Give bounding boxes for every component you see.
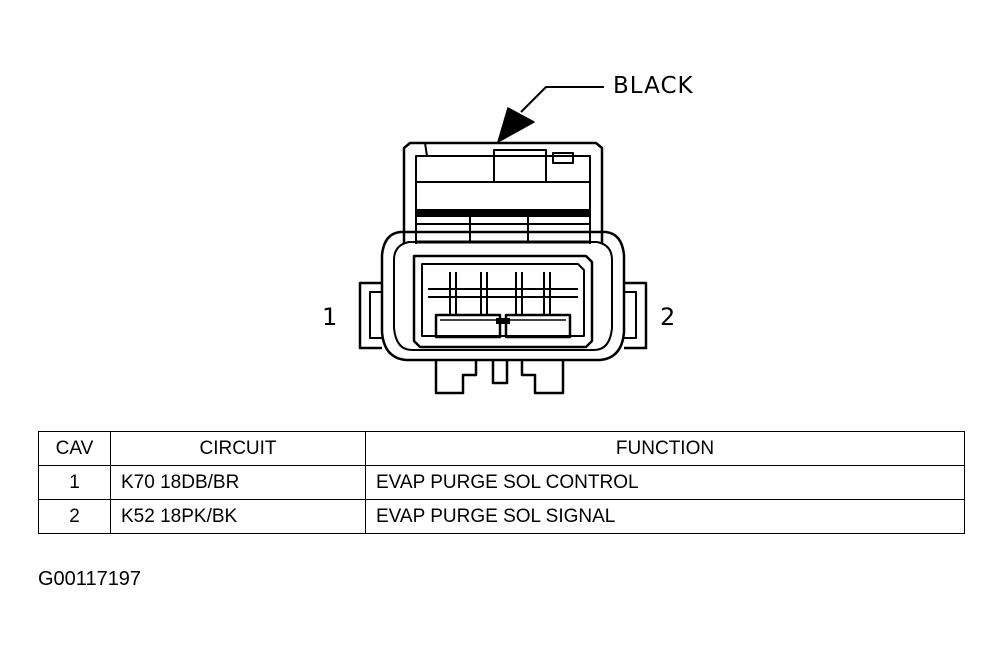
cell-cav: 1 — [38, 465, 111, 500]
cell-circuit: K52 18PK/BK — [110, 499, 366, 534]
header-circuit: CIRCUIT — [110, 431, 366, 466]
cavity-label-2: 2 — [660, 303, 676, 331]
cell-circuit: K70 18DB/BR — [110, 465, 366, 500]
table-row: 1 K70 18DB/BR EVAP PURGE SOL CONTROL — [38, 465, 965, 500]
header-cav: CAV — [38, 431, 111, 466]
cell-function: EVAP PURGE SOL CONTROL — [365, 465, 965, 500]
pinout-table: CAV CIRCUIT FUNCTION 1 K70 18DB/BR EVAP … — [38, 431, 965, 534]
connector-diagram — [358, 86, 648, 395]
leader-arrow — [497, 86, 604, 143]
cell-function: EVAP PURGE SOL SIGNAL — [365, 499, 965, 534]
table-header-row: CAV CIRCUIT FUNCTION — [38, 431, 965, 466]
table-row: 2 K52 18PK/BK EVAP PURGE SOL SIGNAL — [38, 499, 965, 534]
cell-cav: 2 — [38, 499, 111, 534]
figure-code: G00117197 — [38, 568, 142, 590]
connector-body — [358, 141, 648, 395]
header-function: FUNCTION — [365, 431, 965, 466]
wire-color-label: BLACK — [613, 73, 694, 99]
cavity-label-1: 1 — [322, 303, 338, 331]
